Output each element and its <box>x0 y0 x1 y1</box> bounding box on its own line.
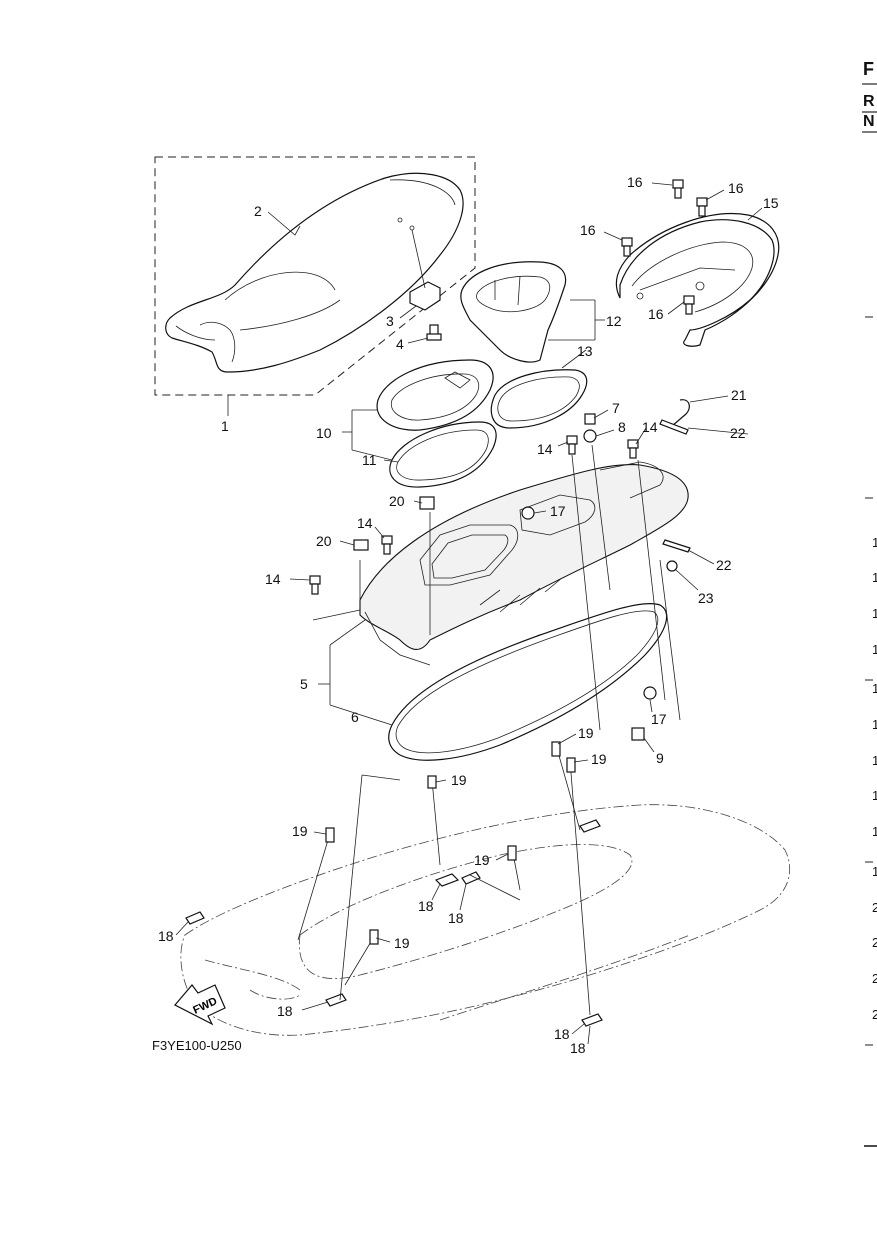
callout-12: 12 <box>606 313 622 329</box>
margin-item: 2 <box>872 900 877 915</box>
seat-assembly-boundary <box>154 156 476 396</box>
seat <box>165 172 464 373</box>
deck-fasteners <box>309 399 691 741</box>
right-margin-list: 1 1 1 1 1 1 1 1 1 1 2 2 2 2 <box>864 316 877 1147</box>
callout-3: 3 <box>386 313 394 329</box>
margin-item: 1 <box>872 570 877 585</box>
callout-1: 1 <box>221 418 229 434</box>
callout-6: 6 <box>351 709 359 725</box>
callout-21: 21 <box>731 387 747 403</box>
margin-item: 2 <box>872 1007 877 1022</box>
callout-8: 8 <box>618 419 626 435</box>
right-edge-header: F R N <box>862 59 877 133</box>
edge-letter-r: R <box>863 93 875 110</box>
callout-4: 4 <box>396 336 404 352</box>
callout-18: 18 <box>570 1040 586 1056</box>
callout-19: 19 <box>578 725 594 741</box>
callout-19: 19 <box>292 823 308 839</box>
callout-16: 16 <box>728 180 744 196</box>
callout-22: 22 <box>730 425 746 441</box>
callout-18: 18 <box>448 910 464 926</box>
callout-10: 10 <box>316 425 332 441</box>
callout-16: 16 <box>648 306 664 322</box>
storage-bin <box>460 261 567 363</box>
hatch-gasket <box>389 421 497 488</box>
callout-15: 15 <box>763 195 779 211</box>
callout-23: 23 <box>698 590 714 606</box>
margin-item: 2 <box>872 935 877 950</box>
seat-bracket <box>409 229 441 311</box>
edge-letter-n: N <box>863 113 875 130</box>
figure-reference-code: F3YE100-U250 <box>152 1038 242 1053</box>
callout-20: 20 <box>316 533 332 549</box>
callout-9: 9 <box>656 750 664 766</box>
callout-16: 16 <box>580 222 596 238</box>
callout-18: 18 <box>554 1026 570 1042</box>
callout-14: 14 <box>537 441 553 457</box>
callout-19: 19 <box>451 772 467 788</box>
callout-5: 5 <box>300 676 308 692</box>
callout-19: 19 <box>394 935 410 951</box>
callout-19: 19 <box>591 751 607 767</box>
callout-16: 16 <box>627 174 643 190</box>
anchor-plates <box>185 819 603 1027</box>
margin-item: 1 <box>872 642 877 657</box>
callout-22: 22 <box>716 557 732 573</box>
margin-item: 1 <box>872 864 877 879</box>
grab-handle <box>615 213 780 347</box>
callout-20: 20 <box>389 493 405 509</box>
callout-13: 13 <box>577 343 593 359</box>
callout-11: 11 <box>362 452 377 468</box>
callout-14: 14 <box>357 515 373 531</box>
bin-gasket <box>490 369 588 429</box>
callout-17: 17 <box>550 503 566 519</box>
margin-item: 1 <box>872 606 877 621</box>
margin-item: 1 <box>872 753 877 768</box>
callout-18: 18 <box>277 1003 293 1019</box>
hatch-frame <box>376 359 494 431</box>
margin-item: 1 <box>872 535 877 550</box>
callout-19: 19 <box>474 852 490 868</box>
leader-lines <box>175 182 763 1045</box>
edge-letter-f: F <box>863 59 874 79</box>
deck-gasket <box>388 603 668 761</box>
margin-item: 1 <box>872 788 877 803</box>
handle-bolt <box>621 179 708 315</box>
margin-item: 1 <box>872 681 877 696</box>
callout-14: 14 <box>265 571 281 587</box>
callout-14: 14 <box>642 419 658 435</box>
margin-item: 1 <box>872 824 877 839</box>
callout-18: 18 <box>158 928 174 944</box>
margin-item: 2 <box>872 971 877 986</box>
callouts: 1 2 3 4 5 6 7 8 9 10 11 12 13 14 14 14 1… <box>158 174 779 1056</box>
callout-2: 2 <box>254 203 262 219</box>
rivets <box>297 741 591 1016</box>
seat-bolt <box>426 324 442 341</box>
callout-17: 17 <box>651 711 667 727</box>
callout-7: 7 <box>612 400 620 416</box>
callout-18: 18 <box>418 898 434 914</box>
forward-direction-arrow: FWD <box>174 984 226 1026</box>
hull-outline <box>180 804 791 1036</box>
deck-cover <box>359 461 689 666</box>
margin-item: 1 <box>872 717 877 732</box>
